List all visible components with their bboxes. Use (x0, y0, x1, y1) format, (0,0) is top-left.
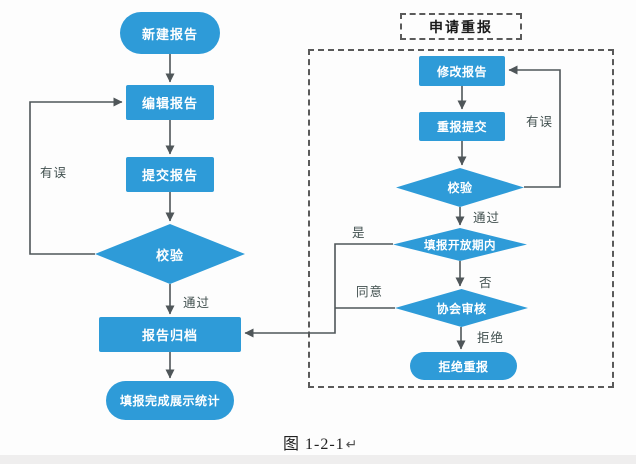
edge-label-reject: 拒绝 (477, 331, 505, 345)
bottom-gray-strip (0, 455, 636, 464)
edge-label-error-left: 有误 (40, 166, 68, 180)
node-edit-report: 编辑报告 (126, 85, 214, 120)
reapply-group-container (308, 49, 614, 388)
node-finish-stats: 填报完成展示统计 (106, 381, 234, 420)
edge-label-pass-right: 通过 (473, 211, 501, 225)
connector-check1-error-loop (29, 97, 123, 255)
edge-label-no: 否 (479, 276, 493, 290)
node-resubmit: 重报提交 (419, 112, 505, 141)
edge-label-pass-left: 通过 (183, 296, 211, 310)
node-submit-report: 提交报告 (126, 157, 214, 192)
edge-label-yes: 是 (352, 226, 366, 240)
paragraph-return-mark: ↵ (345, 438, 359, 453)
figure-caption-text: 图 1-2-1 (283, 436, 345, 453)
connector-check2-error-loop (508, 65, 561, 188)
edge-label-agree: 同意 (356, 285, 384, 299)
connector-yes-agree-archive (244, 243, 393, 338)
node-new-report: 新建报告 (120, 12, 220, 54)
node-reject-resubmit: 拒绝重报 (410, 352, 517, 380)
node-archive-report: 报告归档 (99, 317, 241, 352)
node-modify-report: 修改报告 (419, 56, 505, 86)
figure-caption: 图 1-2-1↵ (283, 430, 358, 454)
edge-label-error-right: 有误 (526, 115, 554, 129)
reapply-group-title: 申请重报 (400, 13, 522, 40)
